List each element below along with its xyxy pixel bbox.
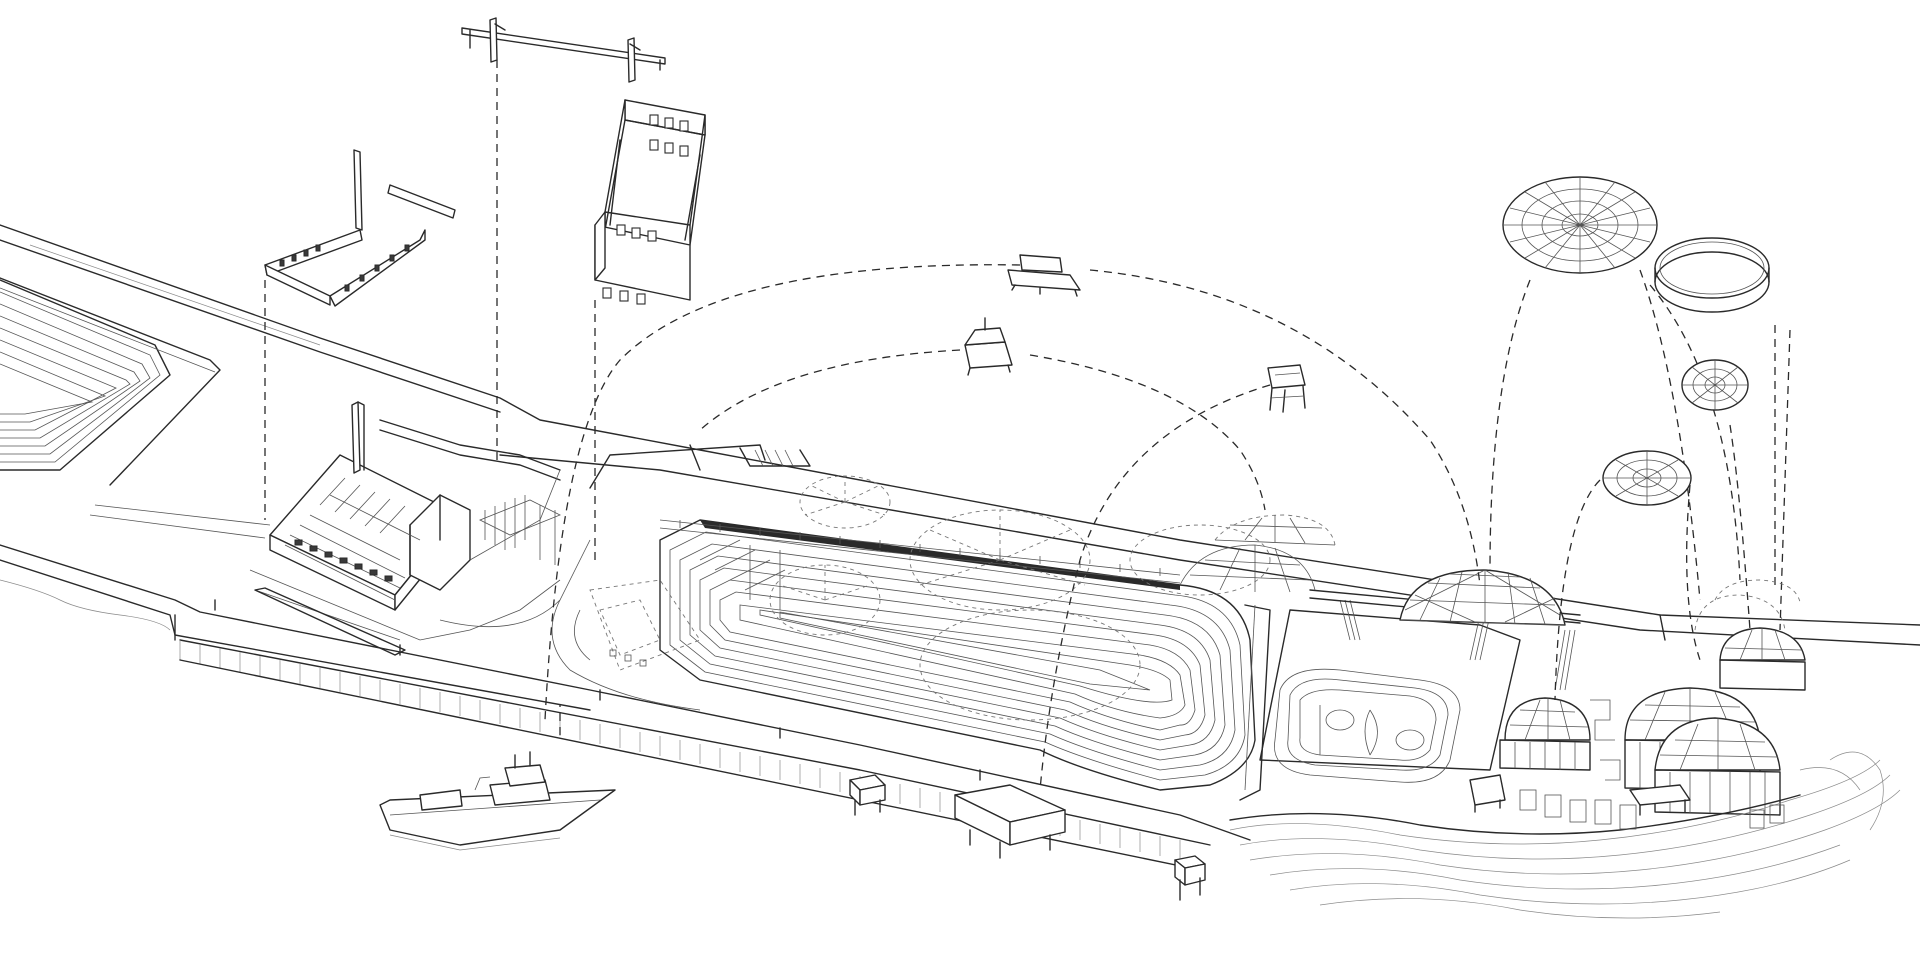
geodesic-dome-icon	[1502, 176, 1658, 274]
ring-icon	[1654, 237, 1770, 313]
left-terraced-landform	[0, 277, 271, 539]
pier-block-left	[849, 774, 886, 816]
pier-block-right	[1174, 855, 1206, 901]
building-shell-icon	[594, 99, 706, 305]
kiosk-icon	[964, 317, 1013, 376]
power-plant-building	[249, 401, 591, 656]
geodesic-dome-icon	[1681, 359, 1749, 411]
seawall-pier	[0, 544, 1251, 871]
highway-viaduct	[0, 224, 1920, 646]
tower-icon	[1267, 364, 1306, 413]
gantry-crane-icon	[461, 17, 666, 83]
site-dome-outlines	[1214, 514, 1801, 603]
bench-icon	[1007, 254, 1081, 297]
pier-platform	[954, 784, 1066, 859]
terraced-landform	[551, 475, 1271, 791]
explosion-guide-lines	[264, 60, 1791, 791]
ruin-wall-icon	[264, 149, 456, 307]
dome-cluster	[1179, 544, 1901, 919]
tugboat	[379, 751, 616, 851]
geodesic-dome-icon	[1602, 450, 1692, 506]
